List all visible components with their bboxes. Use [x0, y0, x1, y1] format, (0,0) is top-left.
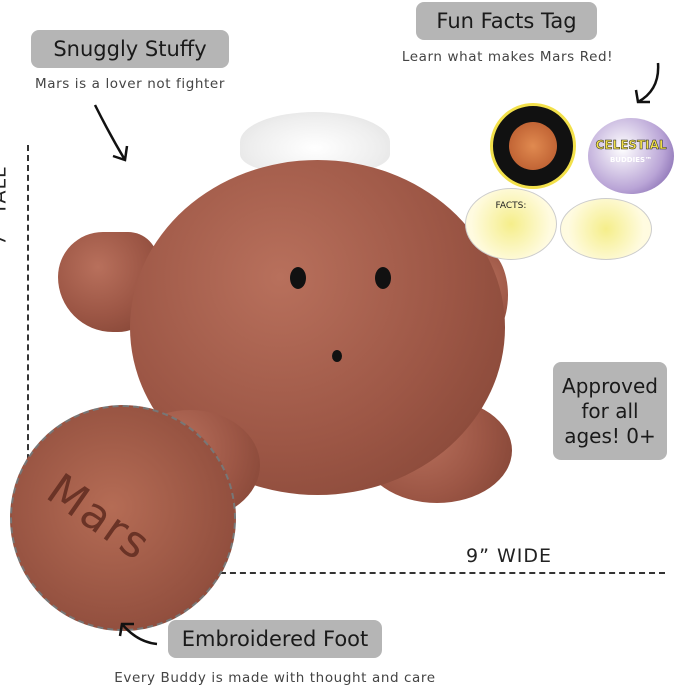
approved-line-1: Approved [562, 373, 658, 398]
approved-ages-label: Approved for all ages! 0+ [553, 362, 667, 460]
width-dashed-line [200, 572, 665, 574]
arrow-icon [93, 104, 129, 162]
arrow-icon [118, 622, 158, 646]
right-eye [375, 267, 391, 289]
tag-story-card [560, 198, 652, 260]
mouth [332, 350, 342, 362]
fun-facts-tag-label: Fun Facts Tag [416, 2, 597, 40]
height-label: 7” TALL [0, 166, 11, 246]
tag-mars-disc [490, 103, 576, 189]
tag-facts-title: FACTS: [495, 201, 527, 211]
embroidered-foot-closeup: Mars [10, 405, 236, 631]
tag-brand-sub-text: BUDDIES™ [609, 156, 653, 164]
tag-facts-card: FACTS: [465, 188, 557, 260]
height-dashed-line [27, 145, 29, 500]
snuggly-stuffy-subtitle: Mars is a lover not fighter [35, 76, 225, 92]
width-label: 9” WIDE [466, 545, 552, 567]
snuggly-stuffy-label: Snuggly Stuffy [31, 30, 229, 68]
approved-line-2: for all [581, 398, 639, 423]
fun-facts-tag-image: CELESTIAL BUDDIES™ FACTS: [465, 98, 679, 260]
foot-embroidery-text: Mars [37, 463, 161, 572]
tag-brand-text: CELESTIAL [595, 138, 667, 153]
embroidered-foot-subtitle: Every Buddy is made with thought and car… [114, 670, 436, 686]
arrow-icon [634, 62, 660, 104]
fun-facts-subtitle: Learn what makes Mars Red! [401, 49, 614, 65]
embroidered-foot-label: Embroidered Foot [168, 620, 382, 658]
tag-logo: CELESTIAL BUDDIES™ [588, 118, 674, 194]
approved-line-3: ages! 0+ [564, 423, 656, 448]
left-eye [290, 267, 306, 289]
